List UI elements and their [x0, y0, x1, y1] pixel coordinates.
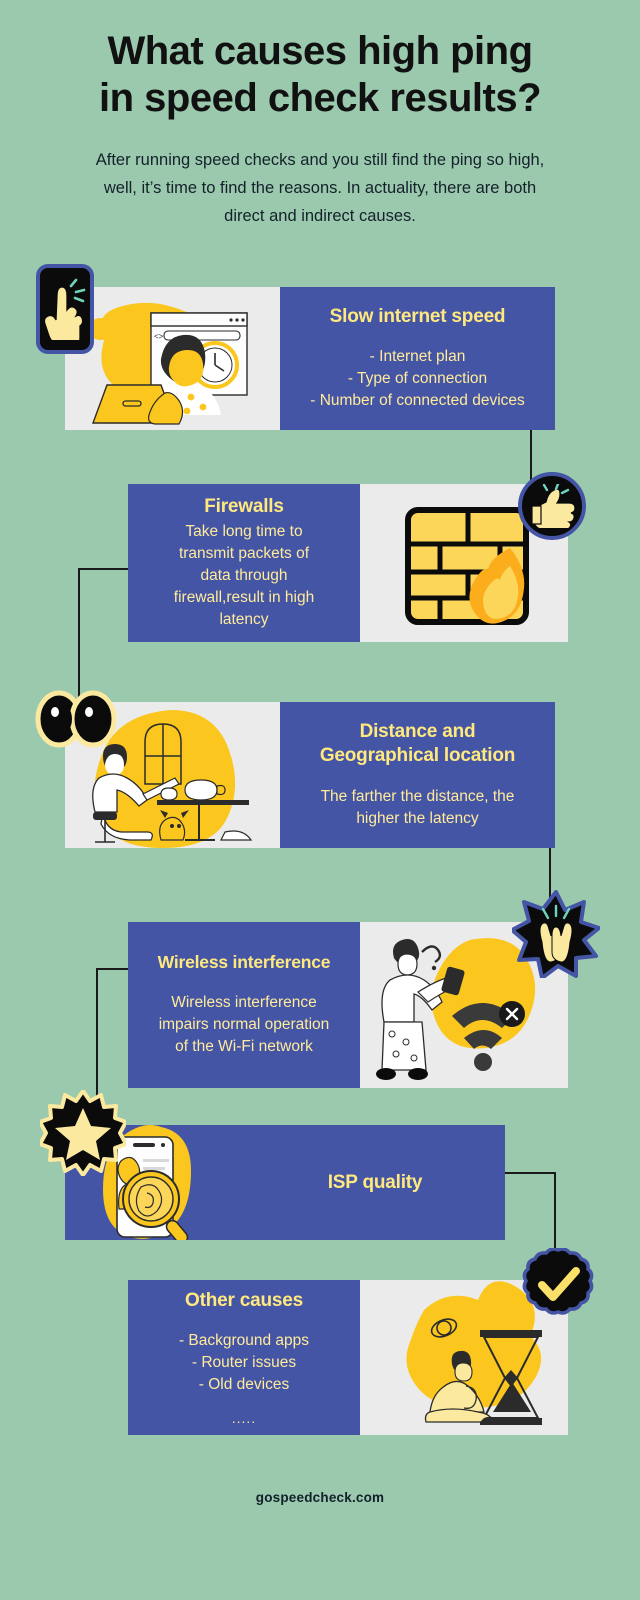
person-raising-hands-emoji: [512, 890, 600, 978]
illustration-phone-with-magnifier: [75, 1125, 255, 1240]
body-line: data through: [200, 566, 288, 584]
body-line: - Number of connected devices: [310, 392, 525, 410]
body-line: - Background apps: [178, 1332, 310, 1350]
card-slow-internet-speed[interactable]: <> Slow internet speed - Internet plan: [65, 287, 555, 430]
body-line: latency: [219, 610, 269, 628]
body-line: - Internet plan: [369, 348, 466, 366]
card-firewalls[interactable]: Firewalls Take long time to transmit pac…: [128, 484, 568, 642]
thumbs-up-emoji: [531, 484, 576, 528]
illustration-svg: [406, 1281, 542, 1425]
body-line: The farther the distance, the: [320, 787, 515, 805]
check-mark-emoji: [522, 1248, 594, 1315]
card-body: - Internet plan - Type of connection - N…: [310, 346, 525, 412]
card-isp-quality-panel: ISP quality: [65, 1125, 505, 1240]
badge-thumbs-up-icon: [518, 472, 586, 540]
intro-paragraph: After running speed checks and you still…: [95, 150, 545, 226]
connector-card3-to-card4: [549, 848, 551, 910]
connector-card5-to-card6-vertical: [554, 1172, 556, 1282]
illustration-svg: [376, 938, 536, 1080]
svg-text:<>: <>: [154, 332, 164, 341]
connector-card4-to-card5-horizontal: [96, 968, 128, 970]
body-line: Take long time to: [185, 522, 303, 540]
body-line: - Old devices: [198, 1376, 290, 1394]
body-line: of the Wi-Fi network: [175, 1037, 313, 1055]
header: What causes high ping in speed check res…: [0, 28, 640, 231]
page-title-line-1: What causes high ping: [107, 29, 533, 73]
illustration-man-sitting-with-hourglass: [360, 1280, 568, 1435]
badge-check-mark-icon: [522, 1248, 594, 1320]
illustration-svg: [405, 507, 529, 625]
card-firewalls-text: Firewalls Take long time to transmit pac…: [128, 484, 360, 642]
body-line: transmit packets of: [178, 544, 310, 562]
connector-card4-to-card5-vertical: [96, 968, 98, 1100]
card-title: ISP quality: [327, 1171, 423, 1193]
card-other-causes-text: Other causes - Background apps - Router …: [128, 1280, 360, 1435]
illustration-svg: <>: [87, 302, 248, 425]
card-title: Firewalls: [204, 496, 284, 518]
badge-star-icon: [40, 1090, 126, 1176]
card-title: Wireless interference: [157, 952, 331, 973]
connector-card2-to-card3-vertical: [78, 568, 80, 700]
card-ellipsis: .....: [231, 1410, 257, 1427]
card-body: Wireless interference impairs normal ope…: [159, 992, 330, 1058]
badge-person-raising-hands-icon: [512, 890, 600, 978]
footer: gospeedcheck.com: [0, 1490, 640, 1505]
card-title: Other causes: [185, 1289, 303, 1311]
connector-card5-to-card6-horizontal: [504, 1172, 556, 1174]
card-other-causes[interactable]: Other causes - Background apps - Router …: [128, 1280, 568, 1435]
illustration-svg: [92, 710, 253, 848]
page-title: What causes high ping in speed check res…: [0, 28, 640, 122]
body-line: firewall,result in high: [173, 588, 315, 606]
body-line: Wireless interference: [171, 993, 317, 1011]
connector-card2-to-card3-horizontal: [78, 568, 130, 570]
badge-index-pointing-up-icon: [36, 264, 94, 354]
card-wireless-interference[interactable]: Wireless interference Wireless interfere…: [128, 922, 568, 1088]
footer-website: gospeedcheck.com: [255, 1490, 385, 1505]
card-title-line-1: Distance and: [359, 721, 476, 743]
body-line: - Router issues: [191, 1354, 297, 1372]
card-title: Distance and Geographical location: [319, 720, 516, 768]
card-title-line-2: Geographical location: [319, 745, 516, 766]
index-pointing-up-emoji: [43, 278, 86, 340]
card-body: - Background apps - Router issues - Old …: [179, 1330, 309, 1396]
card-distance-and-geographical-location[interactable]: Distance and Geographical location The f…: [65, 702, 555, 848]
badge-eyes-icon: [34, 688, 118, 750]
card-wireless-interference-text: Wireless interference Wireless interfere…: [128, 922, 360, 1088]
eyes-emoji: [35, 690, 117, 748]
star-emoji: [40, 1090, 126, 1176]
illustration-svg: [103, 1125, 191, 1240]
connector-card1-to-card2: [530, 430, 532, 488]
illustration-woman-laptop-browser-clock: <>: [65, 287, 280, 430]
body-line: - Type of connection: [347, 370, 488, 388]
card-distance-text: Distance and Geographical location The f…: [280, 702, 555, 848]
card-slow-internet-speed-text: Slow internet speed - Internet plan - Ty…: [280, 287, 555, 430]
card-isp-quality[interactable]: ISP quality: [65, 1125, 505, 1240]
card-title: Slow internet speed: [329, 305, 506, 327]
page-title-line-2: in speed check results?: [98, 75, 542, 120]
body-line: higher the latency: [356, 809, 479, 827]
card-body: The farther the distance, the higher the…: [321, 786, 515, 830]
body-line: impairs normal operation: [158, 1015, 330, 1033]
card-body: Take long time to transmit packets of da…: [174, 521, 314, 631]
